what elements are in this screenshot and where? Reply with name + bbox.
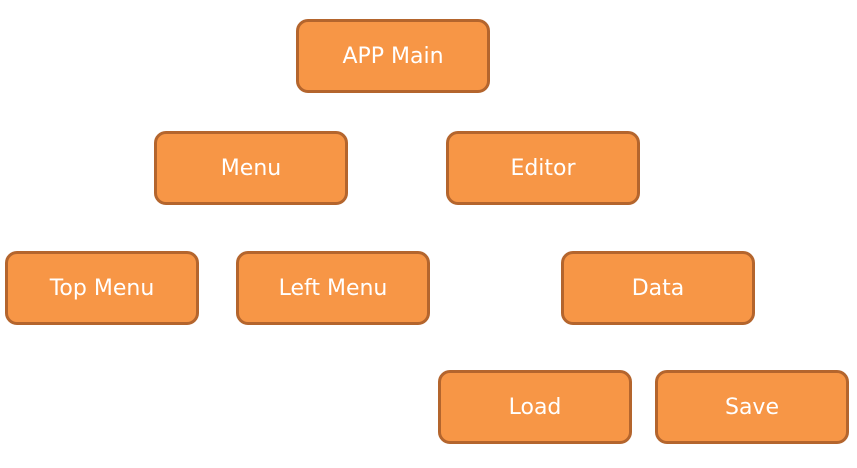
node-data: Data xyxy=(561,251,755,325)
node-load: Load xyxy=(438,370,632,444)
node-top-menu: Top Menu xyxy=(5,251,199,325)
node-save: Save xyxy=(655,370,849,444)
node-menu: Menu xyxy=(154,131,348,205)
node-app-main: APP Main xyxy=(296,19,490,93)
node-editor: Editor xyxy=(446,131,640,205)
node-left-menu: Left Menu xyxy=(236,251,430,325)
